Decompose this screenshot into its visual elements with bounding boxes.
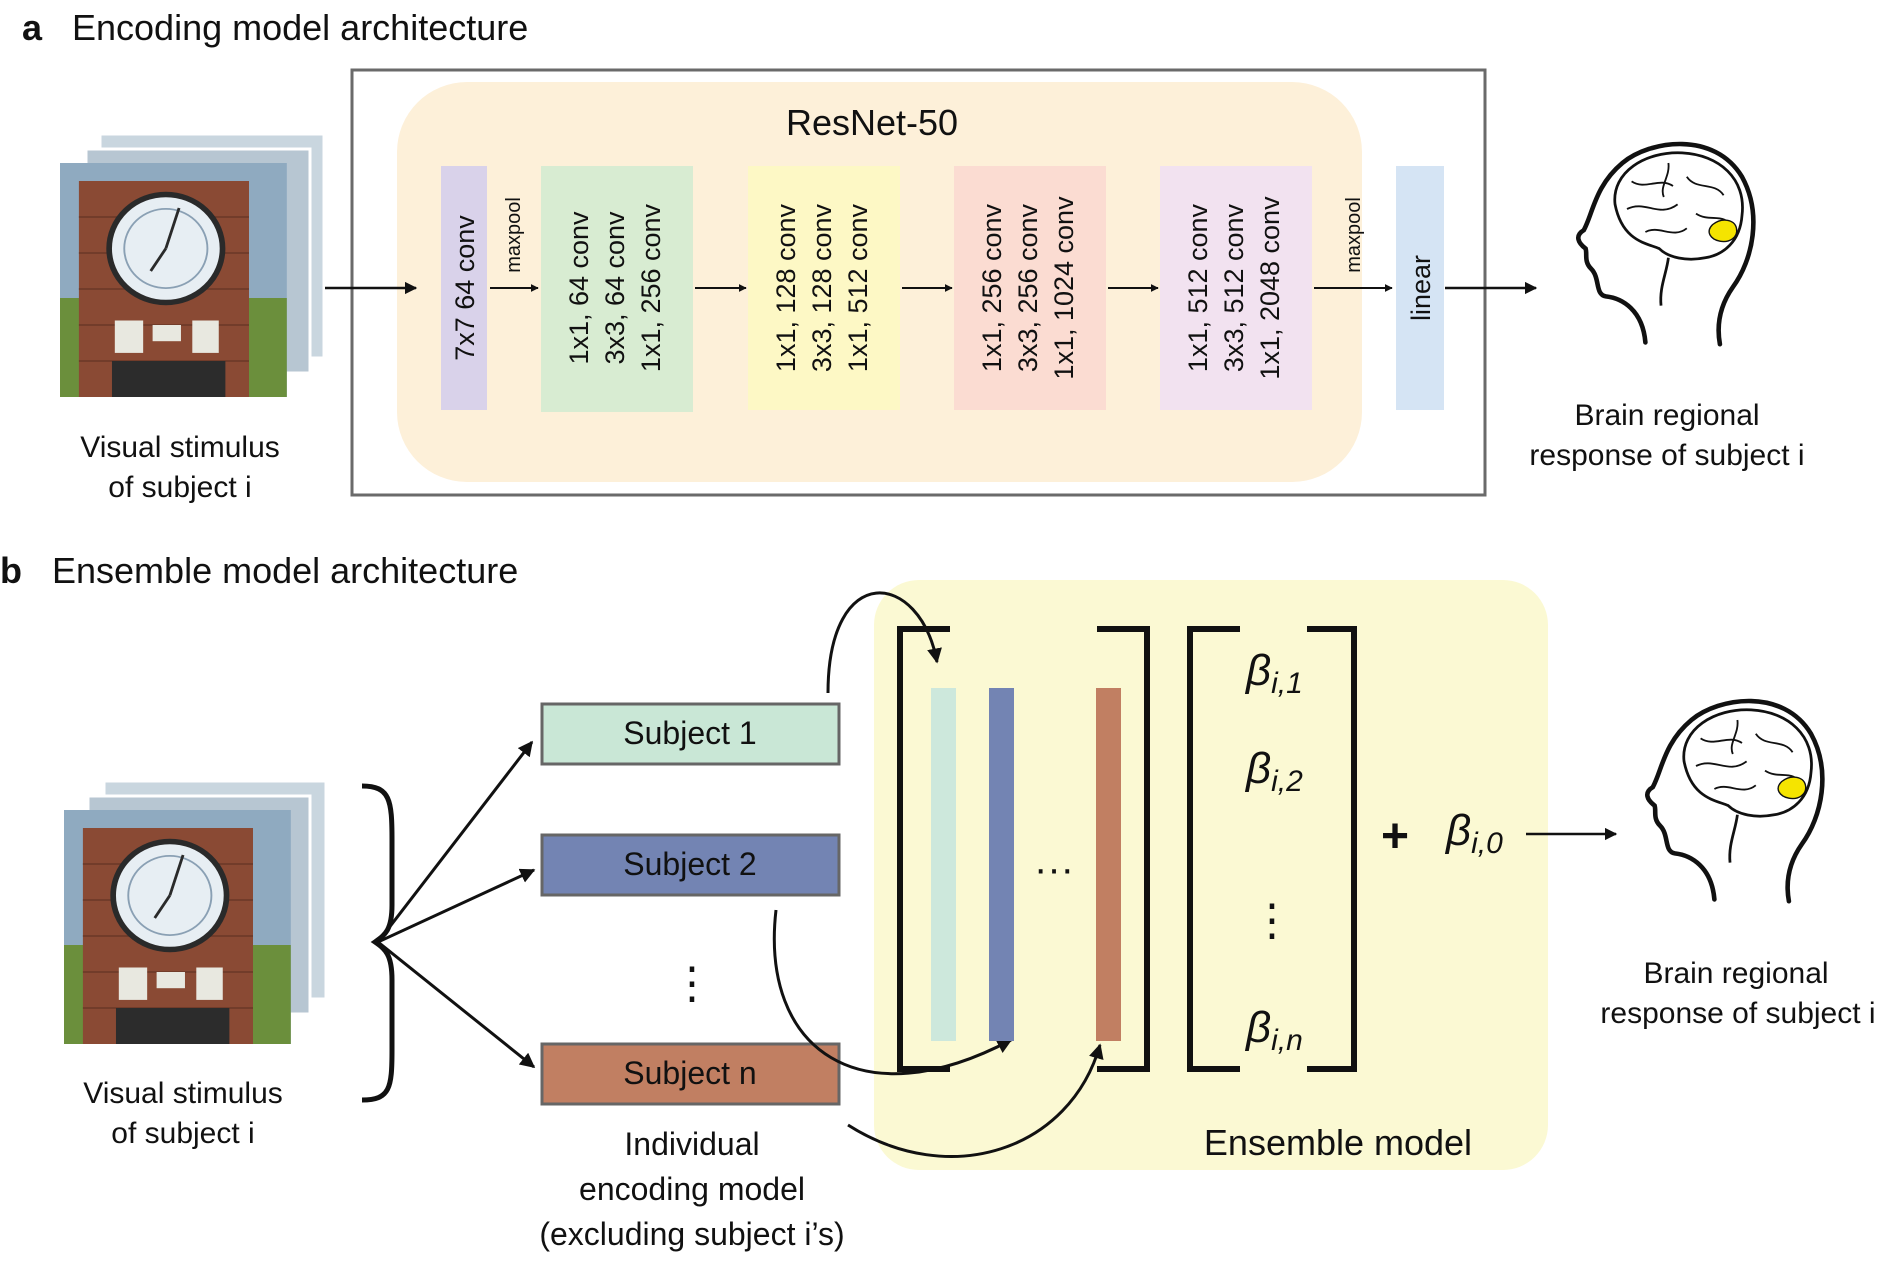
conv1-label: 7x7 64 conv [450, 215, 480, 361]
maxpool-label-2: maxpool [1343, 197, 1365, 273]
ensemble-label: Ensemble model [1204, 1122, 1472, 1163]
block2-line1: 1x1, 128 conv [771, 203, 801, 372]
block3-line3: 1x1, 1024 conv [1049, 196, 1079, 380]
encoding-model-frame [350, 68, 1487, 497]
panel-a-title: Encoding model architecture [72, 7, 528, 48]
beta-1: βi,1 [1244, 646, 1303, 700]
output-caption-b-line2: response of subject i [1600, 997, 1875, 1030]
subject-1-model: Subject 1 [540, 702, 841, 766]
output-caption-a-line2: response of subject i [1529, 439, 1804, 472]
conv1-layer [441, 166, 487, 410]
curly-brace [361, 783, 395, 1103]
beta-right-bracket [1307, 626, 1357, 1072]
output-caption-b-line1: Brain regional [1643, 957, 1828, 990]
stimulus-caption-b-line1: Visual stimulus [83, 1077, 283, 1110]
prediction-column-subject-2 [989, 688, 1014, 1041]
block4-line1: 1x1, 512 conv [1183, 203, 1213, 372]
curve-arrow-subject-2 [772, 909, 1013, 1076]
subject-n-label: Subject n [623, 1055, 756, 1091]
panel-a-letter: a [22, 7, 43, 48]
individual-caption-line3: (excluding subject i’s) [539, 1216, 844, 1252]
matrix-left-bracket [897, 626, 950, 1072]
block2-line3: 1x1, 512 conv [843, 203, 873, 372]
block3-line2: 3x3, 256 conv [1013, 203, 1043, 372]
individual-caption-line1: Individual [624, 1126, 759, 1162]
block1-line1: 1x1, 64 conv [564, 211, 594, 365]
column-ellipsis: ··· [1034, 847, 1074, 891]
residual-block-1: 1x1, 64 conv 3x3, 64 conv 1x1, 256 conv [541, 166, 693, 412]
brain-head-icon [1578, 144, 1753, 344]
visual-stimulus-stack-b [64, 779, 328, 1044]
linear-layer [1396, 166, 1444, 410]
beta-n: βi,n [1244, 1003, 1303, 1057]
block1-line3: 1x1, 256 conv [636, 203, 666, 372]
block4-line2: 3x3, 512 conv [1219, 203, 1249, 372]
brain-head-icon-b [1647, 701, 1822, 901]
stimulus-caption-a-line2: of subject i [108, 471, 251, 504]
subject-n-model: Subject n [540, 1042, 841, 1106]
fan-arrow-subject-n [377, 940, 536, 1069]
subject-ellipsis: ⋮ [670, 959, 714, 1008]
matrix-right-bracket [1097, 626, 1150, 1072]
block4-line3: 1x1, 2048 conv [1255, 196, 1285, 380]
stimulus-caption-a-line1: Visual stimulus [80, 431, 280, 464]
subject-1-label: Subject 1 [623, 715, 756, 751]
panel-b-letter: b [0, 550, 22, 591]
block1-line2: 3x3, 64 conv [600, 211, 630, 365]
prediction-column-subject-1 [931, 688, 956, 1041]
visual-stimulus-stack-a [60, 132, 326, 397]
residual-block-3: 1x1, 256 conv 3x3, 256 conv 1x1, 1024 co… [954, 166, 1106, 410]
stimulus-caption-b-line2: of subject i [111, 1117, 254, 1150]
beta-left-bracket [1187, 626, 1240, 1072]
subject-2-label: Subject 2 [623, 846, 756, 882]
block3-line1: 1x1, 256 conv [977, 203, 1007, 372]
beta-intercept: βi,0 [1444, 806, 1503, 860]
block2-line2: 3x3, 128 conv [807, 203, 837, 372]
fan-arrow-subject-1 [376, 740, 534, 943]
network-title: ResNet-50 [786, 102, 958, 143]
plus-sign: + [1381, 810, 1409, 863]
output-caption-a-line1: Brain regional [1574, 399, 1759, 432]
maxpool-label-1: maxpool [503, 197, 525, 273]
beta-ellipsis: ⋮ [1250, 896, 1294, 945]
panel-b-title: Ensemble model architecture [52, 550, 518, 591]
prediction-column-subject-n [1096, 688, 1121, 1041]
subject-2-model: Subject 2 [540, 833, 841, 897]
residual-block-4: 1x1, 512 conv 3x3, 512 conv 1x1, 2048 co… [1160, 166, 1312, 410]
individual-caption-line2: encoding model [579, 1171, 805, 1207]
ensemble-background [874, 580, 1548, 1170]
linear-label: linear [1406, 255, 1436, 321]
fan-arrow-subject-2 [377, 868, 536, 944]
residual-block-2: 1x1, 128 conv 3x3, 128 conv 1x1, 512 con… [748, 166, 900, 410]
beta-2: βi,2 [1244, 744, 1303, 798]
curve-arrow-subject-n [847, 1043, 1104, 1158]
